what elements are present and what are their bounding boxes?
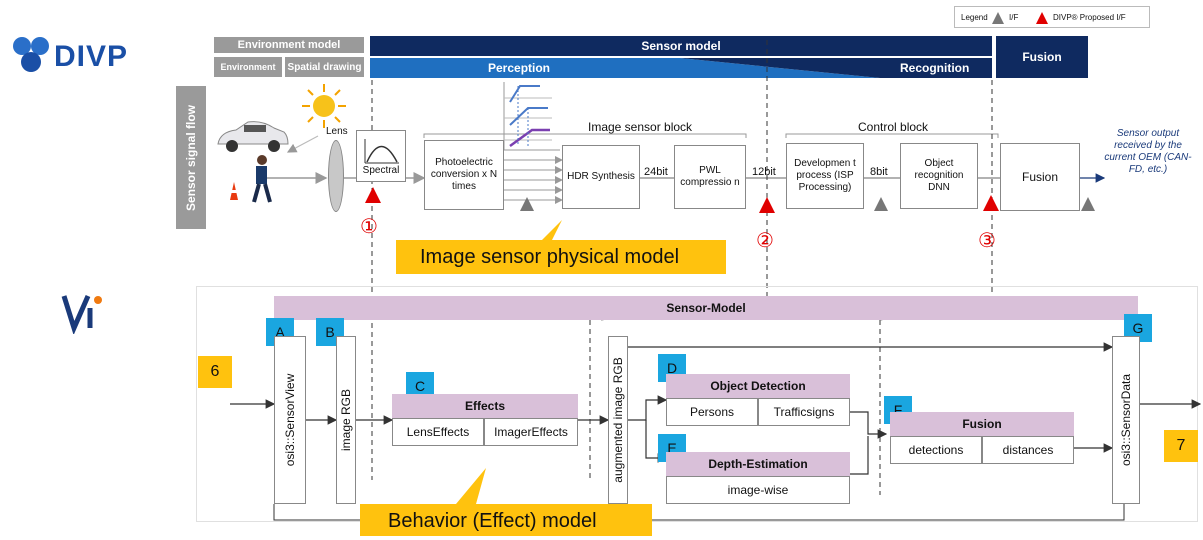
persons-cell: Persons bbox=[666, 398, 758, 426]
perception-recognition-shape bbox=[370, 58, 992, 78]
object-recognition-box: Object recognition DNN bbox=[900, 143, 978, 209]
perception-recognition-bar: Perception Recognition bbox=[370, 58, 992, 78]
sensor-data-box: osi3::SensorData bbox=[1112, 336, 1140, 504]
pwl-box: PWL compressio n bbox=[674, 145, 746, 209]
step-6-badge: 6 bbox=[198, 356, 232, 388]
physical-model-callout: Image sensor physical model bbox=[420, 246, 680, 268]
development-box: Developmen t process (ISP Processing) bbox=[786, 143, 864, 209]
spatial-drawing-header: Spatial drawing bbox=[285, 57, 364, 77]
divp-logo: DIVP bbox=[6, 34, 156, 78]
sensor-output-label: Sensor output received by the current OE… bbox=[1104, 128, 1192, 175]
spectral-curve-icon bbox=[364, 139, 399, 164]
fusion-header-bottom: Fusion bbox=[890, 412, 1074, 436]
lens-icon bbox=[328, 140, 344, 212]
sun-icon bbox=[302, 84, 346, 128]
legend: Legend I/F DIVP® Proposed I/F bbox=[954, 6, 1150, 28]
augmented-image-box: augmented image RGB bbox=[608, 336, 628, 504]
sensor-view-box: osi3::SensorView bbox=[274, 336, 306, 504]
car-icon bbox=[217, 121, 289, 152]
image-sensor-block-label: Image sensor block bbox=[588, 120, 693, 134]
image-rgb-box: image RGB bbox=[336, 336, 356, 504]
bit24-label: 24bit bbox=[644, 166, 668, 178]
object-detection-header: Object Detection bbox=[666, 374, 850, 398]
sensor-model-header: Sensor model bbox=[370, 36, 992, 56]
marker-1: ① bbox=[360, 216, 378, 238]
control-block-label: Control block bbox=[858, 120, 929, 134]
divp-logo-text: DIVP bbox=[54, 40, 129, 73]
lens-label: Lens bbox=[326, 126, 348, 137]
lens-effects-cell: LensEffects bbox=[392, 418, 484, 446]
hdr-box: HDR Synthesis bbox=[562, 145, 640, 209]
proposed-triangle-icon bbox=[1036, 12, 1048, 24]
physical-model-callout-shape bbox=[396, 220, 726, 274]
proposed-if-1-icon bbox=[365, 187, 381, 203]
depth-estimation-header: Depth-Estimation bbox=[666, 452, 850, 476]
sensor-model-bar: Sensor-Model bbox=[274, 296, 1138, 320]
recognition-label: Recognition bbox=[900, 61, 970, 75]
legend-proposed-label: DIVP® Proposed I/F bbox=[1053, 13, 1126, 22]
imager-effects-cell: ImagerEffects bbox=[484, 418, 578, 446]
marker-2: ② bbox=[756, 230, 774, 252]
trafficsigns-cell: Trafficsigns bbox=[758, 398, 850, 426]
perception-label: Perception bbox=[488, 61, 551, 75]
fusion-header: Fusion bbox=[996, 36, 1088, 78]
divp-logo-icon bbox=[13, 37, 49, 72]
bit8-label: 8bit bbox=[870, 166, 888, 178]
fusion-box-top: Fusion bbox=[1000, 143, 1080, 211]
detections-cell: detections bbox=[890, 436, 982, 464]
behavior-model-callout-shape bbox=[360, 468, 652, 536]
step-7-badge: 7 bbox=[1164, 430, 1198, 462]
environment-header: Environment bbox=[214, 57, 282, 77]
hdr-curves-icon bbox=[503, 82, 560, 151]
if-triangle-2-icon bbox=[874, 197, 888, 211]
legend-title: Legend bbox=[961, 13, 988, 22]
proposed-if-3-icon bbox=[983, 195, 999, 211]
photoelectric-box: Photoelectric conversion x N times bbox=[424, 140, 504, 210]
if-triangle-3-icon bbox=[1081, 197, 1095, 211]
bit12-label: 12bit bbox=[752, 166, 776, 178]
effects-header: Effects bbox=[392, 394, 578, 418]
proposed-if-2-icon bbox=[759, 197, 775, 213]
if-triangle-icon bbox=[992, 12, 1004, 24]
vi-logo bbox=[58, 290, 108, 336]
spectral-box: Spectral bbox=[356, 130, 406, 182]
vi-logo-icon bbox=[61, 294, 102, 336]
sensor-signal-flow-label: Sensor signal flow bbox=[176, 86, 206, 229]
distances-cell: distances bbox=[982, 436, 1074, 464]
behavior-model-callout: Behavior (Effect) model bbox=[388, 510, 597, 532]
pedestrian-icon bbox=[230, 155, 272, 203]
environment-model-header: Environment model bbox=[214, 37, 364, 53]
image-wise-cell: image-wise bbox=[666, 476, 850, 504]
legend-if-label: I/F bbox=[1009, 13, 1019, 22]
marker-3: ③ bbox=[978, 230, 996, 252]
if-triangle-1-icon bbox=[520, 197, 534, 211]
